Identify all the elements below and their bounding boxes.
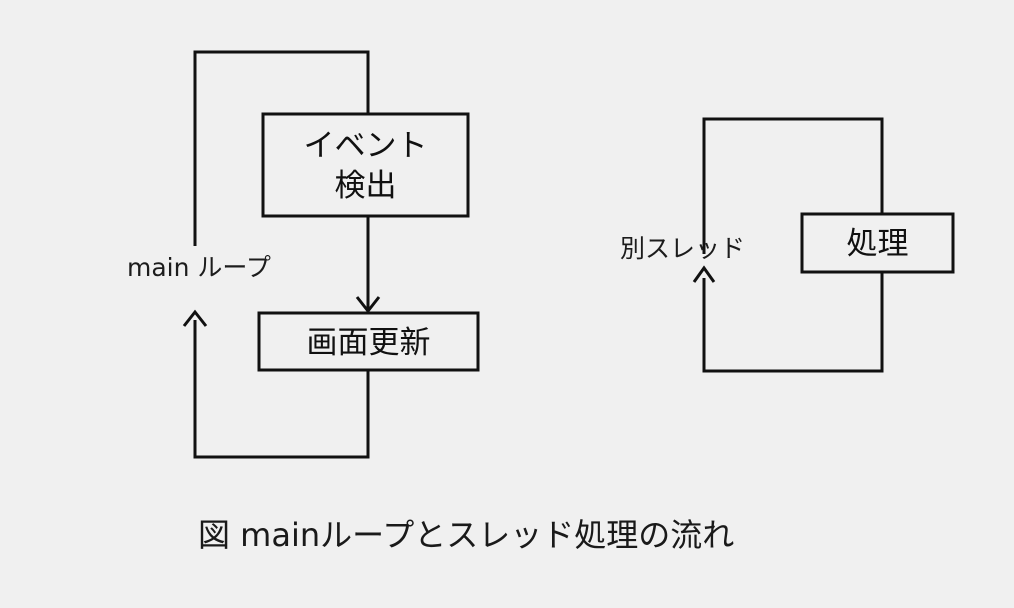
main-loop-group: イベント 検出 画面更新 main ループ — [127, 50, 480, 459]
node-event-detect-label-line1: イベント — [304, 128, 428, 164]
thread-loop-bottom-return-line — [702, 271, 884, 373]
thread-loop-up-arrow-icon — [692, 265, 716, 283]
main-loop-up-arrow-icon — [182, 309, 208, 327]
event-to-screen-arrow-icon — [355, 296, 381, 314]
node-event-detect-box — [261, 112, 470, 218]
thread-edge-label: 別スレッド — [620, 234, 745, 263]
thread-loop-top-return-line — [702, 117, 884, 254]
node-screen-update-box — [257, 311, 480, 372]
node-processing-box — [800, 212, 955, 274]
node-processing-label: 処理 — [847, 226, 909, 262]
main-loop-edge-label: main ループ — [127, 253, 271, 282]
node-screen-update[interactable]: 画面更新 — [257, 311, 480, 372]
node-event-detect[interactable]: イベント 検出 — [261, 112, 470, 218]
node-processing[interactable]: 処理 — [800, 212, 955, 274]
figure-caption: 図 mainループとスレッド処理の流れ — [198, 516, 734, 554]
node-screen-update-label: 画面更新 — [307, 325, 431, 361]
main-loop-top-return-line — [193, 50, 370, 246]
thread-loop-group: 処理 別スレッド — [620, 117, 955, 373]
main-loop-bottom-return-line — [193, 320, 370, 459]
node-event-detect-label-line2: 検出 — [335, 168, 397, 204]
